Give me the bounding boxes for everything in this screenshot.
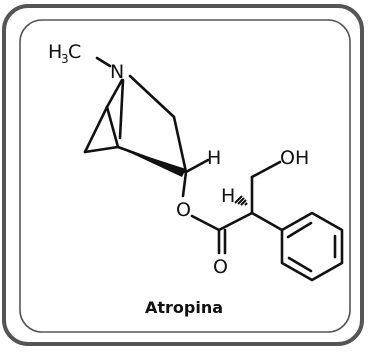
bond-c3-o (181, 170, 188, 198)
bond-c1-c7 (83, 105, 109, 154)
phenyl-ring (280, 211, 344, 282)
wedge-bond-c5-c3 (118, 147, 186, 177)
tropane-skeleton (83, 56, 188, 177)
phenyl-double-3 (287, 256, 313, 273)
bond-ch2-oh (250, 160, 282, 179)
molecule-name-caption: Atropina (145, 298, 223, 317)
bond-n-c5-front (118, 78, 125, 140)
phenyl-hexagon (280, 211, 344, 282)
bond-c7-c6 (83, 145, 120, 154)
ring-hydrogen-label: H (207, 147, 221, 169)
bond-alpha-phenyl (250, 211, 284, 232)
carbonyl-oxygen-label: O (213, 256, 228, 278)
methyl-subscript-label: 3 (61, 52, 69, 66)
bond-n-c2 (128, 74, 176, 119)
bond-n-c1 (105, 78, 124, 109)
bond-c3-h (184, 158, 210, 174)
alpha-hydrogen-label: H (221, 185, 235, 207)
bond-methyl-n (95, 56, 112, 68)
hydroxyl-label: OH (280, 147, 309, 169)
hashed-bond-alpha-h (234, 195, 248, 206)
bond-o-carbonyl-c (190, 214, 221, 232)
nitrogen-label: N (110, 61, 124, 83)
alpha-carbon-group (234, 160, 284, 232)
bond-c1-c5 (105, 105, 120, 149)
bond-carbonyl-c-alpha (217, 211, 254, 232)
bond-c2-c3 (172, 115, 188, 174)
phenyl-double-1 (286, 221, 313, 239)
methyl-h-label: H (48, 41, 62, 63)
methyl-c-label: C (68, 41, 81, 63)
ester-linkage (181, 158, 254, 255)
ester-oxygen-label: O (176, 199, 191, 221)
